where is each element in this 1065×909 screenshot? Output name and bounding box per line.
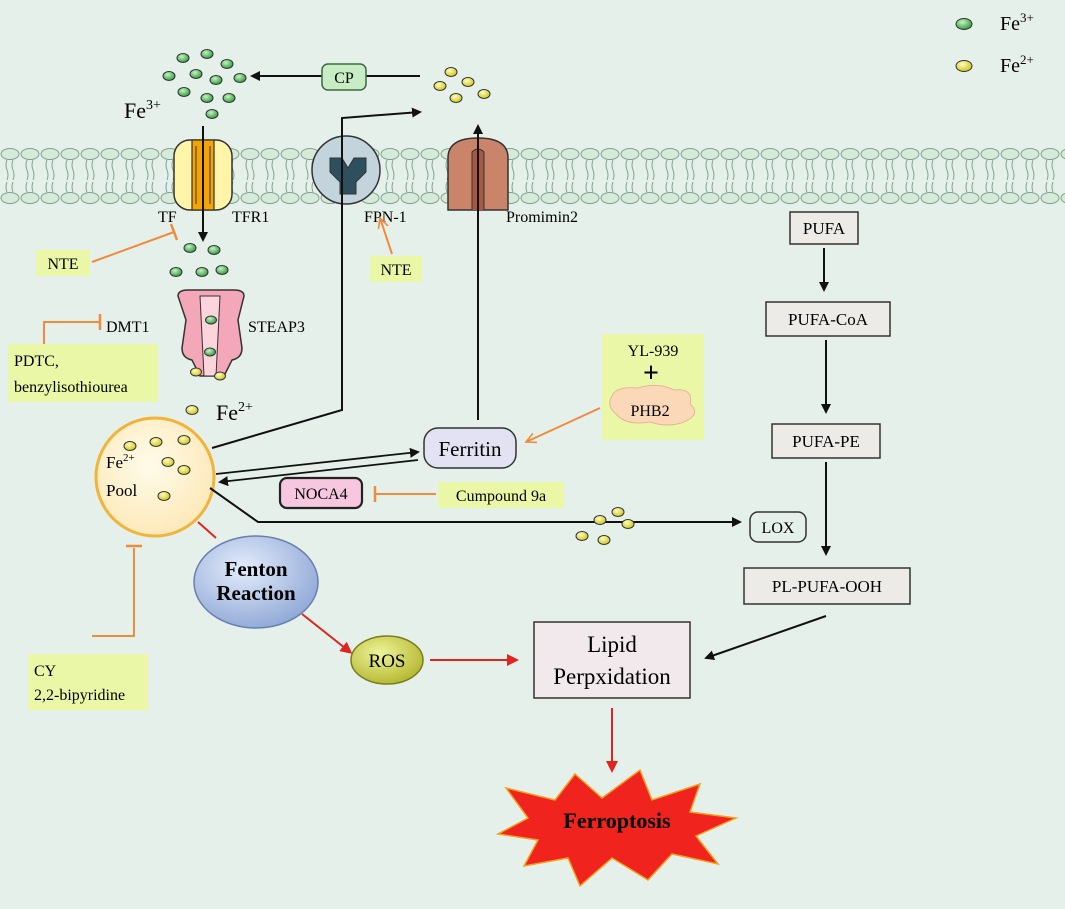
fe2-import-label: Fe2+ [216,400,253,425]
pool-fe2-dots [123,435,191,501]
tfr1-label: TFR1 [232,209,269,226]
cumpound-box [438,482,564,508]
promimin2-label: Promimin2 [506,209,578,226]
noca4-box [278,476,364,510]
nte-tf-box [36,250,90,276]
cy-label-line2: 2,2-bipyridine [34,687,125,704]
cell-membrane [0,148,1065,204]
ros-ellipse [350,635,424,685]
ros-label: ROS [369,651,406,672]
fenton-label-line1: Fenton [225,557,288,581]
fe2-single-dot [185,405,199,415]
lox-label: LOX [762,520,795,537]
pufa-pe-box [771,423,881,459]
phb2-blob [609,384,696,426]
cy-label-line1: CY [34,663,57,680]
nte-tf-inhibition-bar [169,223,179,241]
fenton-to-ros-arrow [301,613,353,654]
fe2-cluster-lox [575,507,635,545]
phb2-to-ferritin-arrow [526,407,601,442]
legend-fe2-dot [955,60,973,72]
plus-sign: + [643,358,659,389]
fe3-top-label: Fe3+ [124,98,161,123]
yl939-label: YL-939 [628,343,679,360]
phb2-label: PHB2 [630,403,669,420]
noca4-label: NOCA4 [294,486,347,503]
pdtc-box [8,344,158,402]
legend-fe3-label: Fe3+ [1000,10,1034,35]
pool-fe-label: Fe2+ [106,452,135,472]
legend: Fe3+ Fe2+ [955,10,1034,77]
fe2-cluster-top [433,67,491,103]
tf-label: TF [158,209,177,226]
cumpound-label: Cumpound 9a [456,488,546,505]
cp-label: CP [334,70,354,87]
pufa-coa-box [765,301,891,337]
fenton-ellipse [193,535,319,629]
pool-label: Pool [106,481,137,500]
pufa-pe-label: PUFA-PE [792,432,860,451]
pdtc-inhibition [43,321,100,344]
cp-box [321,63,367,91]
fpn1-channel [311,135,381,205]
ooh-to-lipid-arrow [704,615,827,661]
cy-box [28,654,148,710]
lipid-peroxidation-box [533,621,691,699]
nte-fpn-label: NTE [380,262,411,279]
lipid-label-line2: Perpxidation [553,664,671,689]
ferritin-to-pool-arrow [218,459,419,487]
pufa-coa-label: PUFA-CoA [788,310,869,329]
nte-tf-inhibition [91,231,175,263]
pl-pufa-ooh-label: PL-PUFA-OOH [772,577,882,596]
fe3-cluster-top [162,49,247,119]
ferritin-box [423,427,517,469]
cy-inhibition [92,548,135,637]
pdtc-label-line2: benzylisothiourea [14,379,128,396]
ferroptosis-label: Ferroptosis [563,808,671,833]
pool-to-fenton-line [197,521,217,539]
lox-box [749,511,807,543]
fe3-cluster-cytosol [169,243,229,277]
ferritin-label: Ferritin [439,437,502,461]
fpn1-label: FPN-1 [364,209,407,226]
steap3-label: STEAP3 [248,319,305,336]
pdtc-label-line1: PDTC, [14,353,59,370]
pool-to-export-arrow [211,107,422,449]
pool-to-lox-arrow [209,487,742,527]
nte-fpn-arrow [380,218,393,255]
fe2-pool [94,416,216,538]
lipid-label-line1: Lipid [587,632,637,657]
legend-fe2-label: Fe2+ [1000,52,1034,77]
nte-tf-label: NTE [47,256,78,273]
pool-to-ferritin-arrow [215,447,420,475]
pufa-box [789,211,859,245]
dmt1-label: DMT1 [106,319,150,336]
nte-fpn-box [370,256,422,282]
pufa-label: PUFA [803,219,846,238]
legend-fe3-dot [955,18,973,30]
ferroptosis-burst [495,768,739,888]
steap3-channel [177,289,245,381]
fenton-label-line2: Reaction [216,581,296,605]
pl-pufa-ooh-box [743,567,911,605]
